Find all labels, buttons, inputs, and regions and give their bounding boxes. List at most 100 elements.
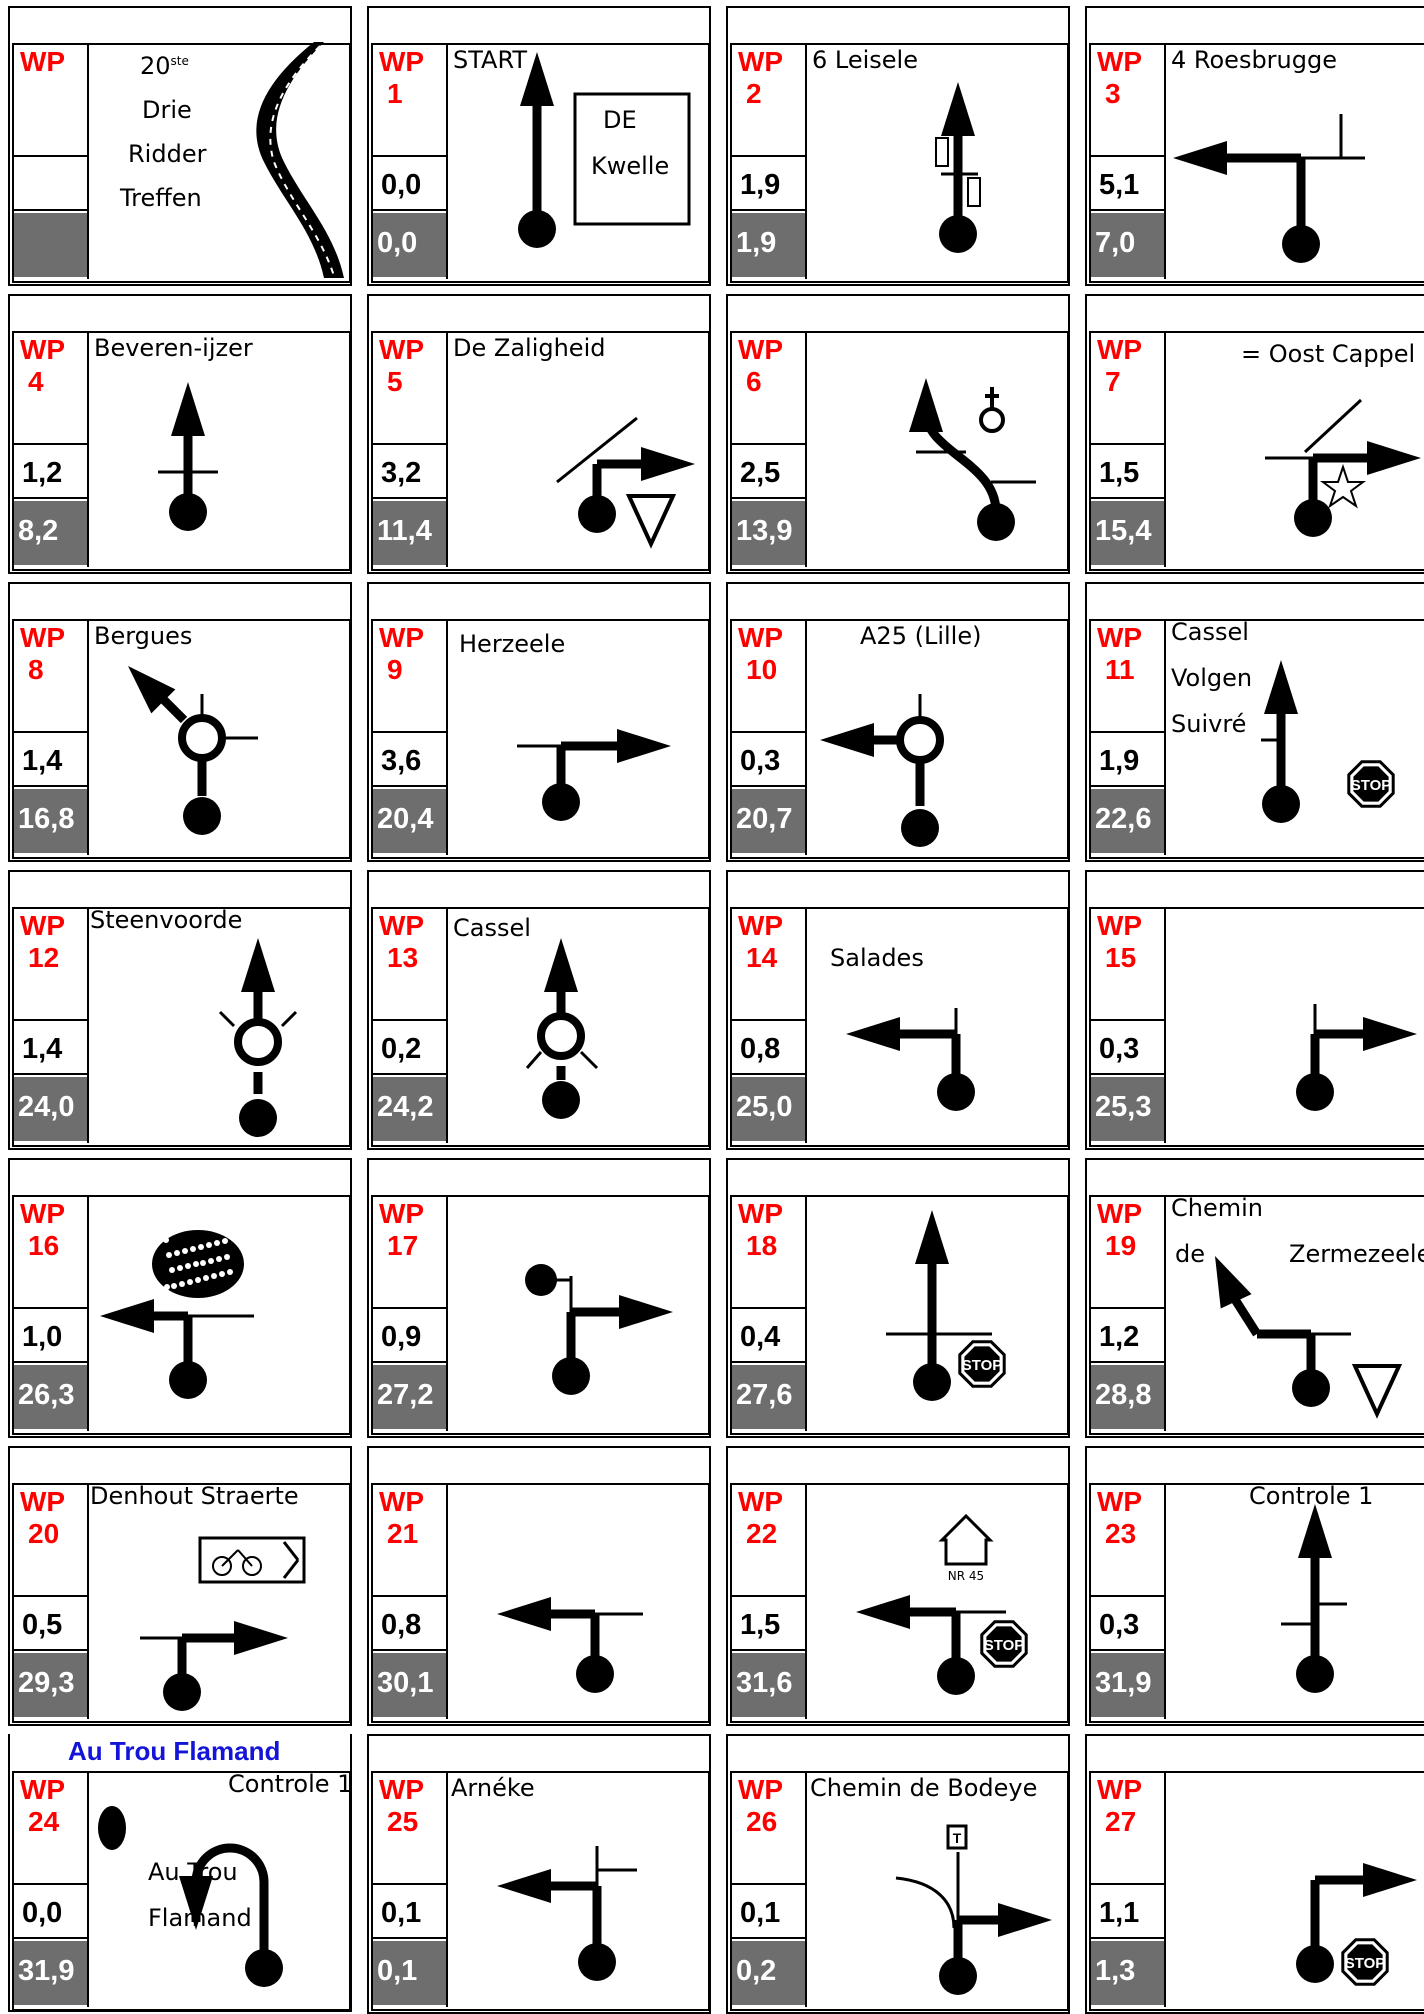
partial-distance: 1,9 xyxy=(1091,731,1164,787)
waypoint-card: STOPWP11 1,9 22,6CasselVolgenSuivré xyxy=(1085,582,1424,862)
bush-texture xyxy=(193,1261,199,1267)
wp-label: WP21 xyxy=(379,1486,439,1550)
cumulative-distance: 24,0 xyxy=(14,1077,87,1141)
direction-label: De Zaligheid xyxy=(453,334,605,362)
arrow-head xyxy=(1367,441,1421,475)
direction-label: Chemin xyxy=(1171,1194,1263,1222)
arrow-head xyxy=(171,382,205,436)
partial-distance: 1,2 xyxy=(1091,1307,1164,1363)
direction-label: Beveren-ijzer xyxy=(94,334,253,362)
direction-label: Steenvoorde xyxy=(90,906,242,934)
cumulative-distance: 24,2 xyxy=(373,1077,446,1141)
partial-distance: 2,5 xyxy=(732,443,805,499)
cumulative-distance: 15,4 xyxy=(1091,501,1164,565)
wp-number: 15 xyxy=(1097,942,1157,974)
start-dot xyxy=(901,809,939,847)
waypoint-card: WP13 0,2 24,2Cassel xyxy=(367,870,711,1150)
wp-number: 16 xyxy=(20,1230,80,1262)
wp-label: WP27 xyxy=(1097,1774,1157,1838)
direction-label: Bergues xyxy=(94,622,192,650)
wp-prefix: WP xyxy=(379,334,424,365)
wp-prefix: WP xyxy=(1097,1198,1142,1229)
partial-distance: 0,9 xyxy=(373,1307,446,1363)
title-line: Drie xyxy=(142,96,192,124)
bush-texture xyxy=(190,1246,196,1252)
partial-distance: 0,1 xyxy=(373,1883,446,1939)
cumulative-distance: 0,2 xyxy=(732,1941,805,2005)
arrow-head xyxy=(497,1869,551,1903)
partial-distance: 1,5 xyxy=(732,1595,805,1651)
wp-label: WP16 xyxy=(20,1198,80,1262)
start-dot xyxy=(239,1099,277,1137)
bush-texture xyxy=(214,1240,220,1246)
direction-label: 4 Roesbrugge xyxy=(1171,46,1337,74)
direction-label: Controle 1 xyxy=(228,1770,352,1798)
road-line xyxy=(1305,400,1361,452)
arrow-head xyxy=(998,1903,1052,1937)
bush-texture xyxy=(224,1254,230,1260)
tulip-diagram xyxy=(88,1196,346,1430)
part-cell xyxy=(14,155,87,211)
bush-texture xyxy=(169,1267,175,1273)
arrow-head xyxy=(1363,1863,1417,1897)
start-dot xyxy=(977,503,1015,541)
wp-prefix: WP xyxy=(20,910,65,941)
wp-number: 21 xyxy=(379,1518,439,1550)
partial-distance: 0,8 xyxy=(373,1595,446,1651)
wp-label: WP11 xyxy=(1097,622,1157,686)
bush-texture xyxy=(203,1275,209,1281)
bush-texture xyxy=(174,1250,180,1256)
direction-label: Flamand xyxy=(148,1904,252,1932)
tram-sign-text: T xyxy=(953,1830,962,1846)
arrow-head xyxy=(846,1017,900,1051)
waypoint-card: WP8 1,4 16,8Bergues xyxy=(8,582,352,862)
waypoint-card: WP14 0,8 25,0Salades xyxy=(726,870,1070,1150)
partial-distance: 1,4 xyxy=(14,731,87,787)
wp-number: 17 xyxy=(379,1230,439,1262)
stop-sign-text: STOP xyxy=(984,1637,1025,1654)
arrow-head xyxy=(856,1595,910,1629)
wp-label: WP2 xyxy=(738,46,798,110)
cumulative-distance: 31,9 xyxy=(14,1941,87,2005)
tulip-diagram: T xyxy=(806,1772,1064,2006)
direction-label: Au Trou xyxy=(148,1858,238,1886)
cumulative-distance: 27,6 xyxy=(732,1365,805,1429)
partial-distance: 0,0 xyxy=(14,1883,87,1939)
direction-label: Volgen xyxy=(1171,664,1252,692)
wp-prefix: WP xyxy=(379,46,424,77)
road-line xyxy=(581,1052,597,1068)
arrow-head xyxy=(1298,1504,1332,1558)
start-dot xyxy=(518,210,556,248)
title-number: 20ste xyxy=(140,52,189,80)
direction-label: Zermezeele xyxy=(1289,1240,1424,1268)
house-icon xyxy=(942,1516,990,1564)
bush-texture xyxy=(211,1273,217,1279)
wp-number: 7 xyxy=(1097,366,1157,398)
partial-distance: 1,2 xyxy=(14,443,87,499)
cumulative-distance: 13,9 xyxy=(732,501,805,565)
waypoint-card: WP1 0,0 0,0STARTDEKwelle xyxy=(367,6,711,286)
bush-texture xyxy=(195,1277,201,1283)
tulip-diagram xyxy=(806,620,1064,854)
bush-texture xyxy=(163,1237,169,1243)
bush-texture xyxy=(227,1269,233,1275)
arrow-head xyxy=(1173,141,1227,175)
wp-label: WP7 xyxy=(1097,334,1157,398)
wp-prefix: WP xyxy=(1097,1486,1142,1517)
yield-sign-icon xyxy=(629,496,673,544)
wp-number: 24 xyxy=(20,1806,80,1838)
cumulative-distance: 8,2 xyxy=(14,501,87,565)
cumulative-distance: 1,9 xyxy=(732,213,805,277)
star-icon xyxy=(1323,467,1363,506)
direction-label: A25 (Lille) xyxy=(860,622,981,650)
waypoint-card: WP23 0,3 31,9Controle 1 xyxy=(1085,1446,1424,1726)
cumulative-distance: 31,9 xyxy=(1091,1653,1164,1717)
